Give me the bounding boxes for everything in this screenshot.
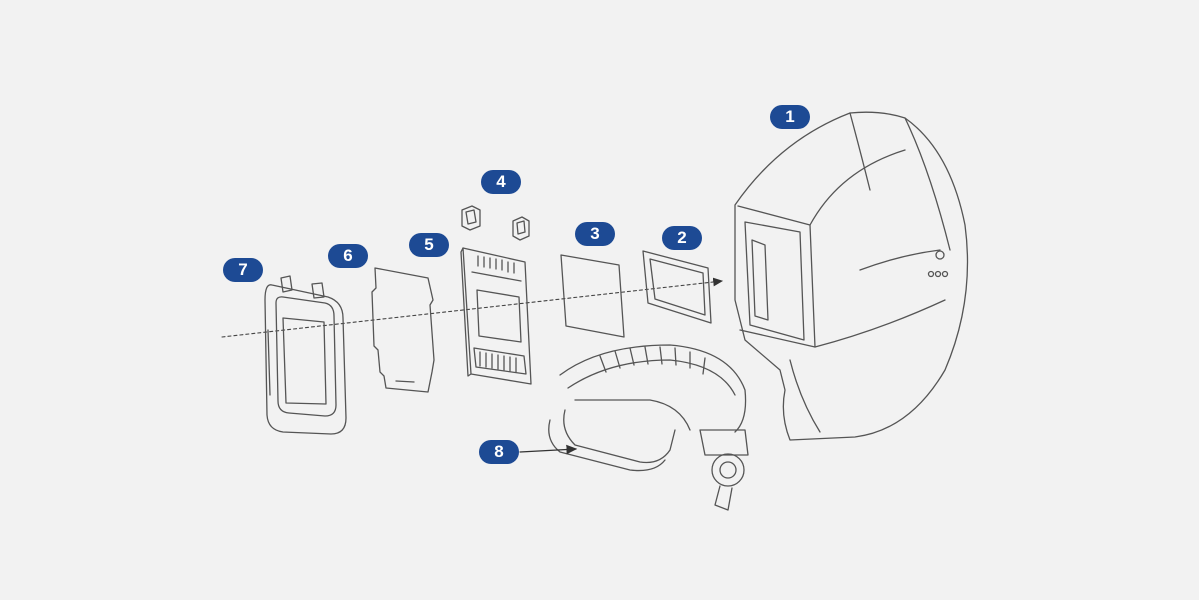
- part-7-front-frame: [264, 275, 347, 435]
- callout-badge-2: 2: [662, 226, 702, 250]
- part-4-batteries: [461, 205, 530, 241]
- part-3-outside-cover-lens: [560, 254, 625, 338]
- part-5-auto-darkening-filter: [460, 247, 532, 385]
- callout-8-leader: [519, 444, 578, 455]
- callout-badge-8: 8: [479, 440, 519, 464]
- callout-badge-1: 1: [770, 105, 810, 129]
- callout-badge-3: 3: [575, 222, 615, 246]
- callout-badge-4: 4: [481, 170, 521, 194]
- part-1-helmet-shell: [734, 111, 969, 441]
- part-8-headgear: [548, 344, 749, 511]
- callout-badge-5: 5: [409, 233, 449, 257]
- part-6-inside-cover-lens: [371, 267, 435, 393]
- callout-badge-7: 7: [223, 258, 263, 282]
- callout-badge-6: 6: [328, 244, 368, 268]
- assembly-axis-line: [221, 277, 724, 338]
- part-2-lens-holder: [642, 250, 712, 324]
